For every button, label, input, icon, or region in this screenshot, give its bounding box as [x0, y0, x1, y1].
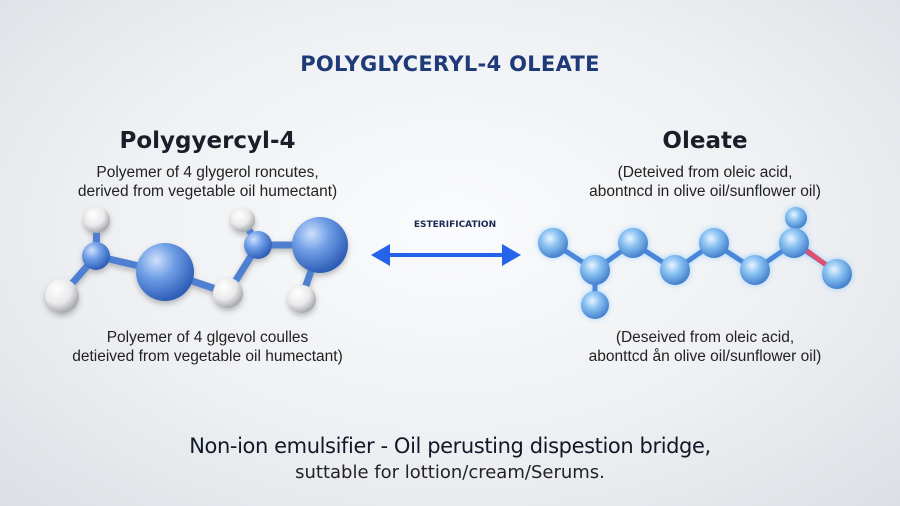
- right-description-bottom: (Deseived from oleic acid, abonttcd ån o…: [520, 328, 890, 366]
- esterification-arrow: [371, 244, 521, 266]
- hydrogen-atom: [45, 279, 79, 313]
- carbon-atom: [779, 228, 809, 258]
- arrow-head-left: [371, 244, 390, 266]
- carbon-atom: [740, 255, 770, 285]
- carbon-atom: [82, 242, 110, 270]
- hydrogen-atom: [231, 208, 255, 232]
- carbon-atom: [292, 217, 348, 273]
- carbon-atom: [785, 207, 807, 229]
- left-desc-top-line-1: Polyemer of 4 glygerol roncutes,: [96, 164, 319, 181]
- carbon-atom: [581, 291, 609, 319]
- right-heading: Oleate: [662, 128, 748, 154]
- left-desc-bottom-line-2: detieived from vegetable oil humectant): [72, 348, 343, 365]
- left-desc-bottom-line-1: Polyemer of 4 glgevol coulles: [106, 329, 309, 346]
- footer-summary-line-1: Non-ion emulsifier - Oil perusting dispe…: [189, 434, 711, 458]
- hydrogen-atom: [213, 278, 243, 308]
- oxygen-atom: [822, 259, 852, 289]
- carbon-atom: [660, 255, 690, 285]
- carbon-atom: [136, 243, 194, 301]
- hydrogen-atom: [84, 207, 110, 233]
- left-description-bottom: Polyemer of 4 glgevol coulles detieived …: [20, 328, 395, 366]
- oleate-molecule: [538, 207, 852, 319]
- polyglyceryl-4-molecule: [45, 207, 348, 313]
- left-description-top: Polyemer of 4 glygerol roncutes, derived…: [20, 163, 395, 201]
- footer-summary-line-2: suttable for lottion/cream/Serums.: [295, 462, 605, 483]
- right-desc-bottom-line-1: (Deseived from oleic acid,: [615, 329, 795, 346]
- carbon-atom: [538, 228, 568, 258]
- right-desc-top-line-2: abontncd in olive oil/sunflower oil): [589, 183, 821, 200]
- carbon-atom: [580, 255, 610, 285]
- reaction-label: ESTERIFICATION: [413, 220, 497, 230]
- carbon-atom: [618, 228, 648, 258]
- hydrogen-atom: [288, 285, 316, 313]
- right-desc-top-line-1: (Deteived from oleic acid,: [617, 164, 793, 181]
- page-title: POLYGLYCERYL-4 OLEATE: [300, 52, 600, 76]
- right-description-top: (Deteived from oleic acid, abontncd in o…: [520, 163, 890, 201]
- arrow-head-right: [502, 244, 521, 266]
- left-desc-top-line-2: derived from vegetable oil humectant): [77, 183, 338, 200]
- right-desc-bottom-line-2: abonttcd ån olive oil/sunflower oil): [588, 348, 822, 365]
- left-heading: Polygyercyl-4: [119, 128, 296, 154]
- carbon-atom: [699, 228, 729, 258]
- carbon-atom: [244, 231, 272, 259]
